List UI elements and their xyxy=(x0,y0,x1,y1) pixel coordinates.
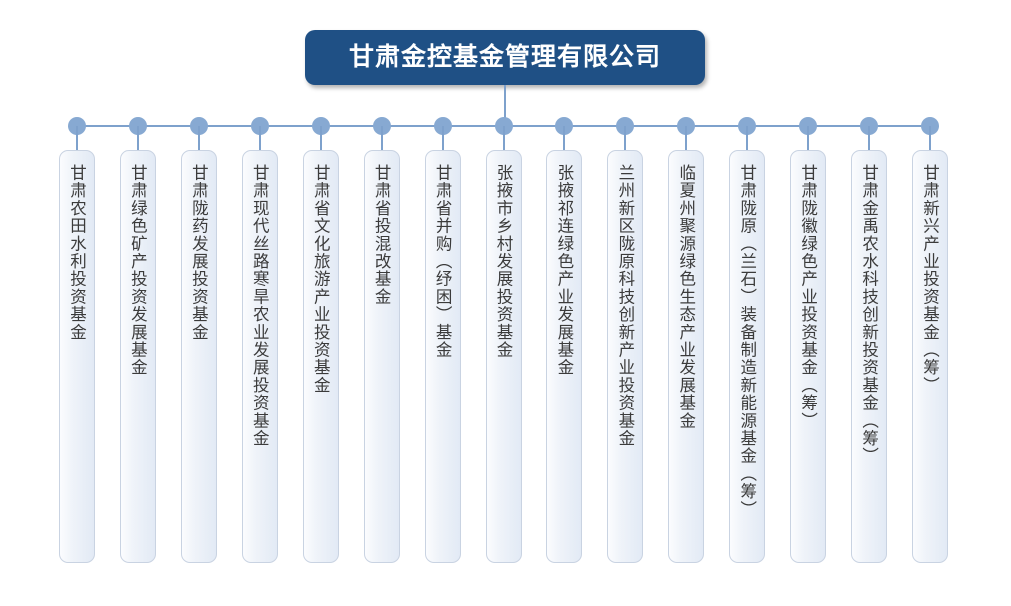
root-node-label: 甘肃金控基金管理有限公司 xyxy=(348,43,661,71)
leaf-node-label: 甘肃绿色矿产投资发展基金 xyxy=(128,164,148,377)
leaf-node[interactable]: 张掖市乡村发展投资基金 xyxy=(485,150,522,563)
leaf-node-label: 甘肃省文化旅游产业投资基金 xyxy=(311,164,331,395)
leaf-drop-connector xyxy=(441,126,444,150)
root-node[interactable]: 甘肃金控基金管理有限公司 xyxy=(305,30,705,85)
leaf-drop-connector xyxy=(76,126,78,150)
leaf-node[interactable]: 甘肃金禹农水科技创新投资基金（筹） xyxy=(851,150,888,563)
leaf-node[interactable]: 甘肃陇徽绿色产业投资基金（筹） xyxy=(790,150,827,563)
leaf-node-label: 甘肃陇徽绿色产业投资基金（筹） xyxy=(798,164,818,430)
leaf-node-label: 甘肃农田水利投资基金 xyxy=(67,164,87,341)
leaf-drop-connector xyxy=(746,126,749,150)
leaf-node-label: 甘肃陇药发展投资基金 xyxy=(189,164,209,341)
leaf-node-label: 甘肃新兴产业投资基金（筹） xyxy=(920,164,940,395)
leaf-node-label: 甘肃陇原（兰石）装备制造新能源基金（筹） xyxy=(737,164,757,518)
leaf-drop-connector xyxy=(685,126,688,150)
leaf-node[interactable]: 甘肃现代丝路寒旱农业发展投资基金 xyxy=(241,150,278,563)
leaf-drop-connector xyxy=(380,126,383,150)
leaf-drop-connector xyxy=(319,126,322,150)
leaf-drop-connector xyxy=(258,126,261,150)
leaf-node-label: 兰州新区陇原科技创新产业投资基金 xyxy=(615,164,635,448)
leaf-node[interactable]: 甘肃陇药发展投资基金 xyxy=(180,150,217,563)
leaf-node[interactable]: 甘肃省并购（纾困）基金 xyxy=(424,150,461,563)
leaf-node[interactable]: 兰州新区陇原科技创新产业投资基金 xyxy=(607,150,644,563)
leaf-drop-connector xyxy=(868,126,871,150)
leaf-node-label: 甘肃省投混改基金 xyxy=(372,164,392,306)
root-stem-connector xyxy=(504,85,506,126)
leaf-drop-connector xyxy=(624,126,627,150)
leaf-node[interactable]: 甘肃省投混改基金 xyxy=(363,150,400,563)
leaf-drop-connector xyxy=(502,126,505,150)
leaf-drop-connector xyxy=(136,126,139,150)
leaf-node-label: 甘肃金禹农水科技创新投资基金（筹） xyxy=(859,164,879,465)
leaf-node[interactable]: 甘肃陇原（兰石）装备制造新能源基金（筹） xyxy=(729,150,766,563)
leaf-node[interactable]: 甘肃省文化旅游产业投资基金 xyxy=(302,150,339,563)
leaf-node[interactable]: 甘肃新兴产业投资基金（筹） xyxy=(912,150,948,563)
leaf-node[interactable]: 临夏州聚源绿色生态产业发展基金 xyxy=(668,150,705,563)
leaf-node-label: 临夏州聚源绿色生态产业发展基金 xyxy=(676,164,696,430)
leaf-node-label: 甘肃省并购（纾困）基金 xyxy=(433,164,453,359)
leaf-node-label: 张掖市乡村发展投资基金 xyxy=(494,164,513,359)
leaf-drop-connector xyxy=(929,126,931,150)
leaf-node-label: 张掖祁连绿色产业发展基金 xyxy=(554,164,574,377)
leaf-node[interactable]: 张掖祁连绿色产业发展基金 xyxy=(546,150,583,563)
leaf-drop-connector xyxy=(563,126,566,150)
leaf-node[interactable]: 甘肃农田水利投资基金 xyxy=(59,150,95,563)
leaf-node[interactable]: 甘肃绿色矿产投资发展基金 xyxy=(119,150,156,563)
leaf-node-label: 甘肃现代丝路寒旱农业发展投资基金 xyxy=(250,164,270,448)
leaf-drop-connector xyxy=(807,126,810,150)
leaf-drop-connector xyxy=(197,126,200,150)
